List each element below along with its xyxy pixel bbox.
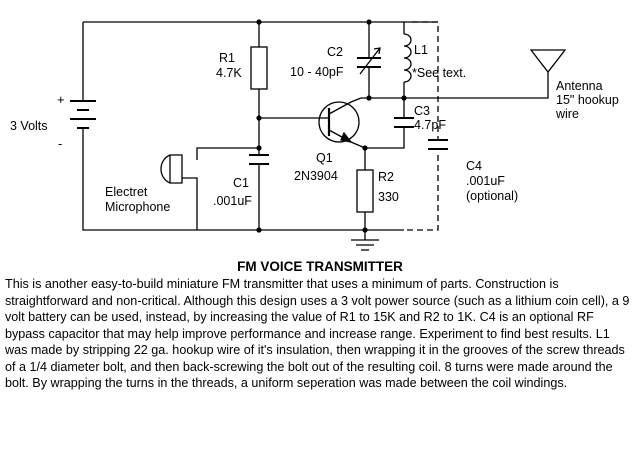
c1-capacitor [249, 154, 269, 230]
antenna-label-line2: 15" hookup [556, 93, 619, 107]
c4-plates [428, 139, 448, 150]
c2-variable-capacitor [357, 22, 381, 98]
r2-name-label: R2 [378, 170, 394, 184]
c3-name-label: C3 [414, 104, 430, 118]
description-text: This is another easy-to-build miniature … [5, 277, 630, 390]
circuit-schematic: + - 3 Volts R1 4.7K C2 10 - 40pF L1 *See… [10, 19, 619, 251]
q1-transistor [318, 97, 366, 149]
l1-inductor [403, 22, 412, 98]
l1-note-label: *See text. [412, 66, 466, 80]
antenna-symbol [529, 49, 567, 74]
c4-name-label: C4 [466, 159, 482, 173]
c2-value-label: 10 - 40pF [290, 65, 344, 79]
microphone-label-line2: Microphone [105, 200, 170, 214]
c2-name-label: C2 [327, 45, 343, 59]
r2-value-label: 330 [378, 190, 399, 204]
r1-name-label: R1 [219, 51, 235, 65]
antenna-label-line1: Antenna [556, 79, 603, 93]
c3-value-label: 4.7pF [414, 118, 446, 132]
q1-name-label: Q1 [316, 151, 333, 165]
c1-value-label: .001uF [213, 194, 252, 208]
c3-capacitor [365, 98, 414, 149]
l1-name-label: L1 [414, 43, 428, 57]
c4-note-label: (optional) [466, 189, 518, 203]
microphone-label-line1: Electret [105, 185, 148, 199]
junction-dots [256, 19, 407, 233]
antenna-label-line3: wire [555, 107, 579, 121]
r1-value-label: 4.7K [216, 66, 242, 80]
c4-value-label: .001uF [466, 174, 505, 188]
ground-symbol [351, 230, 379, 251]
q1-value-label: 2N3904 [294, 169, 338, 183]
r2-resistor [356, 148, 374, 230]
collector-wire [361, 72, 549, 99]
r1-resistor [250, 22, 268, 155]
battery-plus-label: + [57, 92, 65, 107]
c1-name-label: C1 [233, 176, 249, 190]
battery-symbol [70, 22, 404, 231]
c4-optional-capacitor [404, 21, 439, 231]
battery-minus-label: - [58, 136, 62, 151]
electret-microphone-symbol [160, 147, 259, 230]
battery-voltage-label: 3 Volts [10, 119, 48, 133]
diagram-title: FM VOICE TRANSMITTER [237, 259, 403, 274]
